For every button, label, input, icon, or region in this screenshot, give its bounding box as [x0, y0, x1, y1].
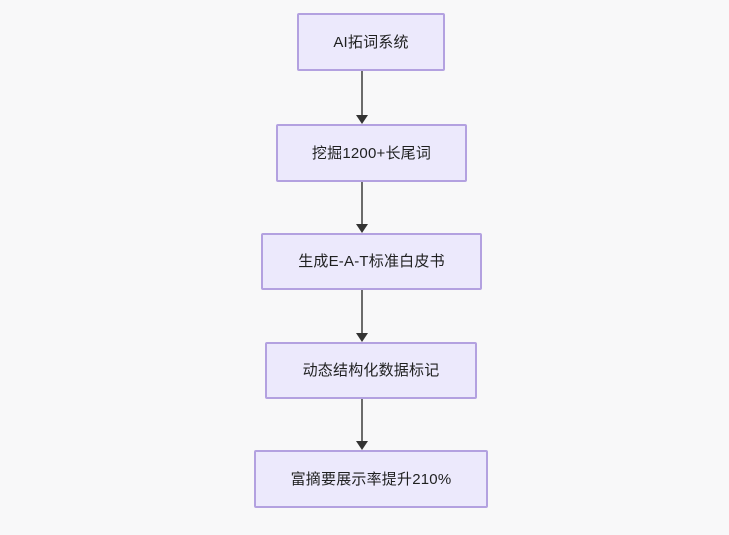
flow-arrow-connector: [352, 182, 372, 233]
flow-node-mine-longtail-keywords[interactable]: 挖掘1200+长尾词: [276, 124, 467, 182]
flow-arrow-connector: [352, 399, 372, 450]
arrow-stem: [361, 182, 363, 225]
flow-node-label: 富摘要展示率提升210%: [290, 470, 452, 488]
flow-node-label: 生成E-A-T标准白皮书: [298, 253, 445, 270]
flow-node-ai-keyword-system[interactable]: AI拓词系统: [297, 13, 445, 71]
arrowhead-down-icon: [356, 441, 368, 450]
flow-node-rich-snippet-rate-increase[interactable]: 富摘要展示率提升210%: [254, 450, 488, 508]
arrowhead-down-icon: [356, 115, 368, 124]
flow-node-label: 动态结构化数据标记: [302, 362, 440, 379]
flow-arrow-connector: [352, 290, 372, 342]
flow-node-generate-eat-whitepaper[interactable]: 生成E-A-T标准白皮书: [261, 233, 482, 290]
arrow-stem: [361, 399, 363, 442]
arrow-stem: [361, 290, 363, 334]
flow-node-label: 挖掘1200+长尾词: [311, 144, 432, 162]
arrowhead-down-icon: [356, 224, 368, 233]
flow-node-label: AI拓词系统: [333, 33, 409, 51]
arrow-stem: [361, 71, 363, 116]
arrowhead-down-icon: [356, 333, 368, 342]
flow-arrow-connector: [352, 71, 372, 124]
flow-node-dynamic-structured-data-markup[interactable]: 动态结构化数据标记: [265, 342, 477, 399]
